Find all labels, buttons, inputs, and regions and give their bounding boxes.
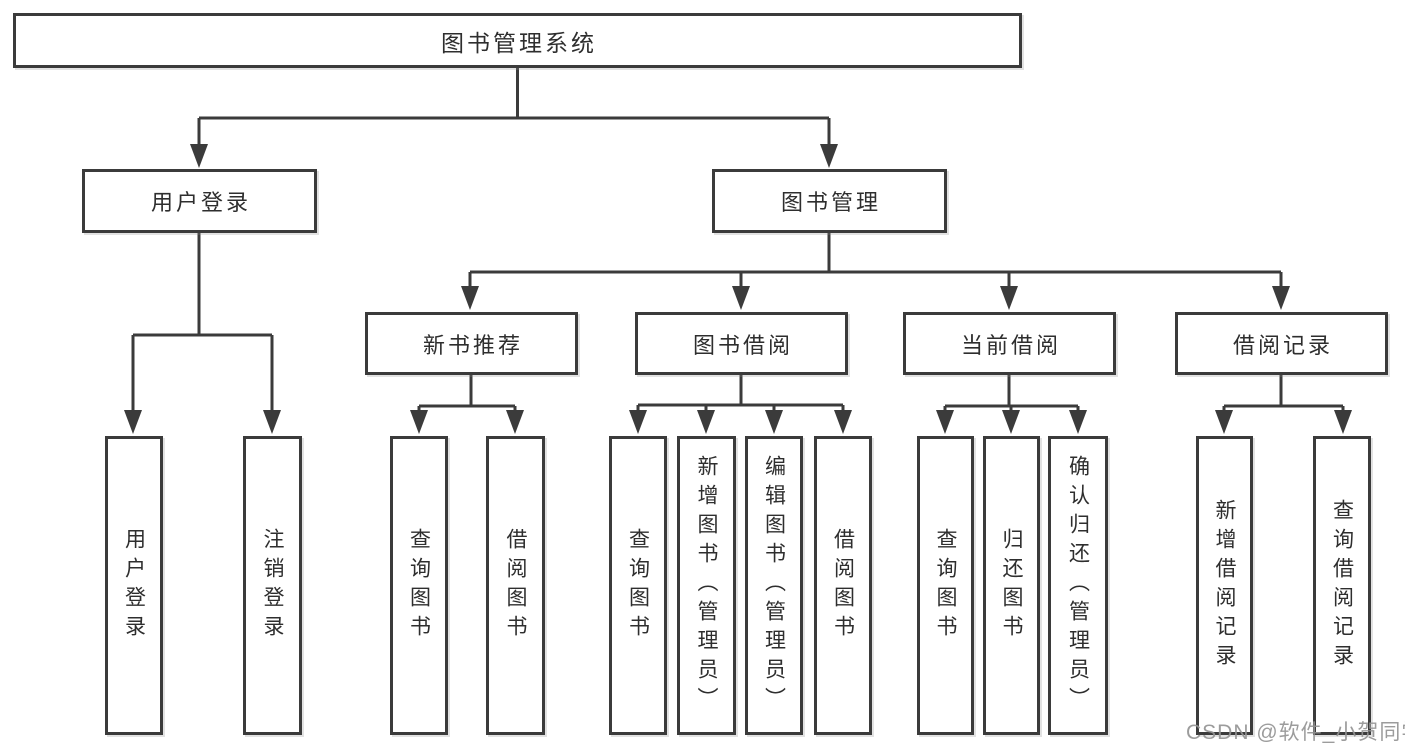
leaf-br-query-record-label: 查询借阅记录	[1330, 498, 1354, 673]
leaf-cb-confirm-return-admin-label: 确认归还（管理员）	[1066, 455, 1090, 716]
csdn-watermark: CSDN @软件_小贺同学	[1186, 721, 1405, 744]
node-new-book-recommend: 新书推荐	[365, 312, 578, 375]
leaf-br-add-record: 新增借阅记录	[1196, 436, 1253, 735]
leaf-logout-login-label: 注销登录	[261, 527, 284, 644]
leaf-bb-edit-book-admin-label: 编辑图书（管理员）	[762, 455, 786, 716]
leaf-cb-return-book: 归还图书	[983, 436, 1040, 735]
node-library-system: 图书管理系统	[13, 13, 1022, 68]
leaf-nb-borrow-book-label: 借阅图书	[504, 527, 527, 644]
node-current-borrow-label: 当前借阅	[960, 332, 1061, 358]
node-new-book-recommend-label: 新书推荐	[422, 332, 523, 358]
node-user-login-label: 用户登录	[150, 190, 251, 215]
node-book-borrow-label: 图书借阅	[692, 332, 793, 358]
node-borrow-records-label: 借阅记录	[1232, 332, 1333, 358]
node-book-borrow: 图书借阅	[635, 312, 848, 375]
leaf-nb-query-book: 查询图书	[390, 436, 448, 735]
leaf-bb-query-book: 查询图书	[609, 436, 667, 735]
leaf-user-login: 用户登录	[105, 436, 163, 735]
leaf-cb-return-book-label: 归还图书	[1000, 527, 1023, 644]
leaf-br-add-record-label: 新增借阅记录	[1213, 498, 1236, 673]
leaf-bb-add-book-admin-label: 新增图书（管理员）	[695, 455, 718, 716]
leaf-cb-query-book: 查询图书	[917, 436, 974, 735]
leaf-cb-query-book-label: 查询图书	[934, 527, 957, 644]
leaf-bb-borrow-book-label: 借阅图书	[831, 527, 855, 644]
leaf-br-query-record: 查询借阅记录	[1313, 436, 1371, 735]
leaf-nb-borrow-book: 借阅图书	[486, 436, 545, 735]
leaf-bb-query-book-label: 查询图书	[626, 527, 650, 644]
leaf-logout-login: 注销登录	[243, 436, 302, 735]
leaf-nb-query-book-label: 查询图书	[407, 527, 431, 644]
node-borrow-records: 借阅记录	[1175, 312, 1388, 375]
node-book-management-label: 图书管理	[780, 190, 881, 215]
node-library-system-label: 图书管理系统	[441, 29, 597, 56]
leaf-bb-edit-book-admin: 编辑图书（管理员）	[745, 436, 803, 735]
leaf-cb-confirm-return-admin: 确认归还（管理员）	[1048, 436, 1108, 735]
node-user-login: 用户登录	[82, 169, 317, 233]
leaf-bb-add-book-admin: 新增图书（管理员）	[677, 436, 736, 735]
node-current-borrow: 当前借阅	[903, 312, 1116, 375]
leaf-user-login-label: 用户登录	[122, 527, 146, 644]
leaf-bb-borrow-book: 借阅图书	[814, 436, 872, 735]
node-book-management: 图书管理	[712, 169, 947, 233]
